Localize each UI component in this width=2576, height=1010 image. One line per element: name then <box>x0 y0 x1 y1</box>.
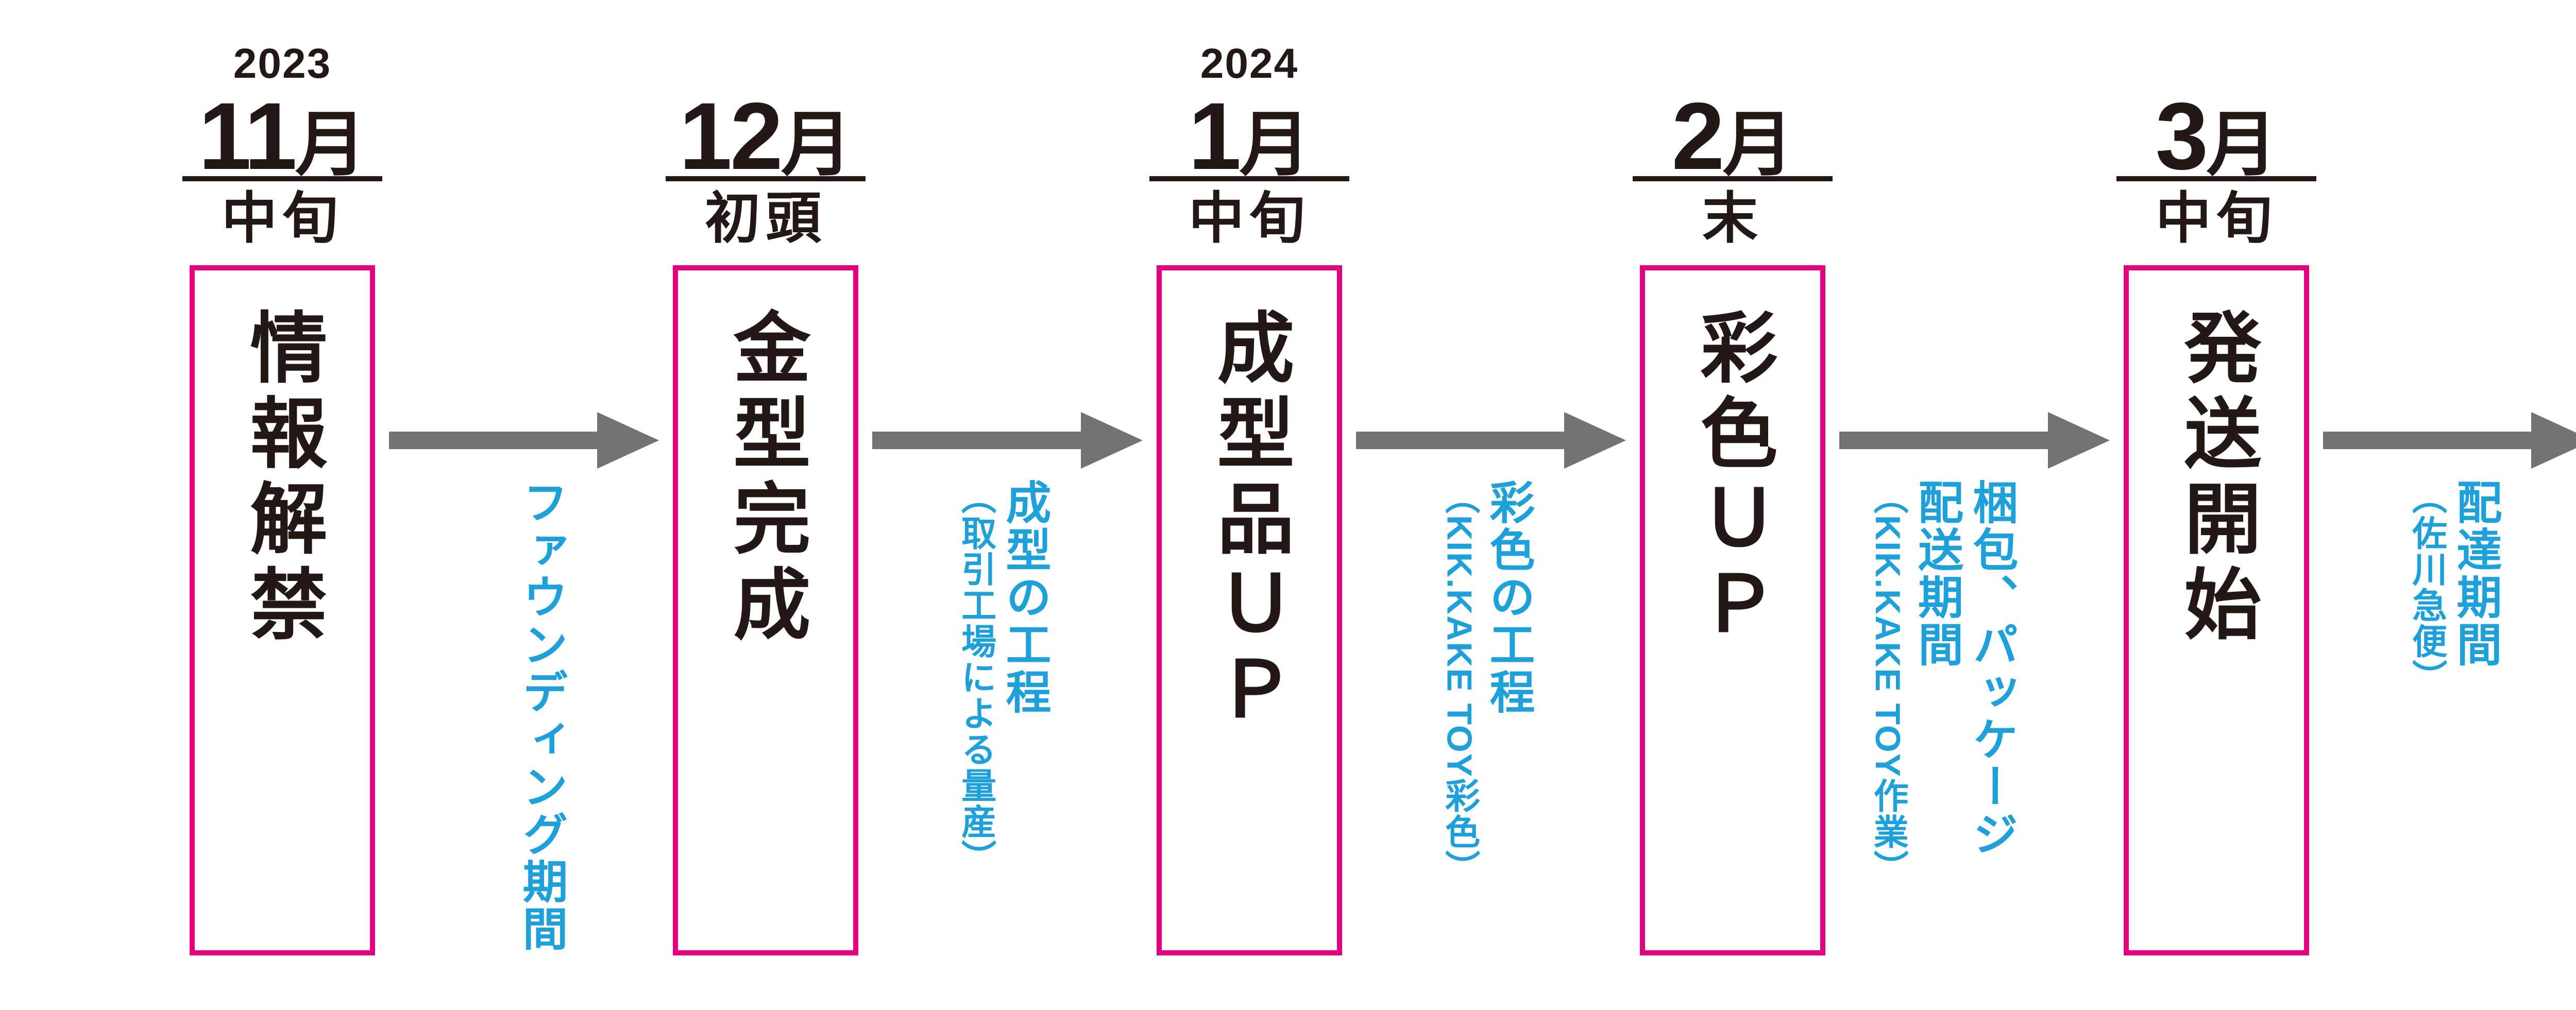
stage-timing: 初頭 <box>2566 190 2576 247</box>
arrow-shaft <box>1356 432 1569 449</box>
arrow-head <box>597 412 659 469</box>
stage-annotation: 梱包、パッケージ 配送期間 （KIK.KAKE TOY作業） <box>1862 479 2018 963</box>
arrow-head <box>2531 412 2576 469</box>
arrow-shaft <box>872 432 1086 449</box>
annotation-main: 成型の工程 <box>999 479 1050 716</box>
stage-box-label: 成型品ＵＰ <box>1206 307 1293 735</box>
annotation-sub: （KIK.KAKE TOY作業） <box>1868 479 1908 886</box>
stage-box: 成型品ＵＰ <box>1157 265 1342 955</box>
stage-month: 2月 <box>1671 83 1794 190</box>
stage-box: 彩色ＵＰ <box>1640 265 1825 955</box>
annotation-main: 彩色の工程 <box>1483 479 1534 716</box>
stage-timing: 中旬 <box>1188 187 1310 249</box>
arrow-shaft <box>2323 432 2536 449</box>
arrow-head <box>1081 412 1143 469</box>
stage-date-header: 2023 11月 中旬 <box>148 40 416 268</box>
stage-month-underline <box>666 176 866 181</box>
stage-month-underline <box>182 176 382 181</box>
stage-timing: 末 <box>1702 187 1763 249</box>
annotation-main: 配達期間 <box>2450 479 2501 669</box>
stage-annotation: 配達期間 （佐川急便） <box>2400 479 2501 963</box>
stage-month: 11月 <box>198 83 366 190</box>
flow-arrow-right-icon <box>1839 412 2110 469</box>
stage-date-header: 12月 初頭 <box>632 46 900 268</box>
arrow-shaft <box>389 432 602 449</box>
annotation-sub: （取引工場による量産） <box>956 479 995 876</box>
annotation-main: ファウンディング期間 <box>516 479 567 953</box>
stage-timing: 初頭 <box>704 187 826 249</box>
arrow-shaft <box>1839 432 2053 449</box>
stage-box-label: 情報解禁 <box>239 307 326 649</box>
stage-date-header: 3月 中旬 <box>2082 46 2350 268</box>
stage-date-header: 2024 1月 中旬 <box>1115 40 1383 268</box>
stage-month: 3月 <box>2155 83 2278 190</box>
stage-year: 2023 <box>233 40 332 87</box>
stage-month-underline <box>1633 176 1833 181</box>
flow-arrow-right-icon <box>389 412 659 469</box>
stage-box: 情報解禁 <box>190 265 375 955</box>
annotation-sub: （佐川急便） <box>2406 479 2446 695</box>
stage-date-header: 4月 初頭 <box>2566 46 2576 268</box>
stage-month: 4月 <box>2566 98 2576 175</box>
stage-month-underline <box>2116 176 2316 181</box>
stage-box: 発送開始 <box>2124 265 2309 955</box>
stage-annotation: 彩色の工程 （KIK.KAKE TOY彩色） <box>1433 479 1534 963</box>
flow-arrow-right-icon <box>2323 412 2576 469</box>
stage-date-header: 2月 末 <box>1599 46 1867 268</box>
stage-box-label: 彩色ＵＰ <box>1689 307 1776 649</box>
stage-month-underline <box>1149 176 1349 181</box>
arrow-head <box>1564 412 1626 469</box>
stage-timing: 中旬 <box>2155 187 2277 249</box>
stage-box: 金型完成 <box>673 265 858 955</box>
annotation-main2: 配送期間 <box>1911 479 1963 669</box>
annotation-main: 梱包、パッケージ <box>1967 479 2018 858</box>
flow-arrow-right-icon <box>1356 412 1626 469</box>
stage-annotation: 成型の工程 （取引工場による量産） <box>950 479 1050 963</box>
flow-arrow-right-icon <box>872 412 1143 469</box>
stage-year: 2024 <box>1200 40 1299 87</box>
stage-timing: 中旬 <box>221 187 343 249</box>
stage-annotation: ファウンディング期間 <box>511 479 567 963</box>
stage-box-label: 発送開始 <box>2173 307 2260 649</box>
annotation-sub: （KIK.KAKE TOY彩色） <box>1439 479 1479 886</box>
stage-box-label: 金型完成 <box>722 307 809 649</box>
arrow-head <box>2048 412 2110 469</box>
stage-month: 1月 <box>1188 83 1311 190</box>
stage-month: 12月 <box>679 83 852 190</box>
